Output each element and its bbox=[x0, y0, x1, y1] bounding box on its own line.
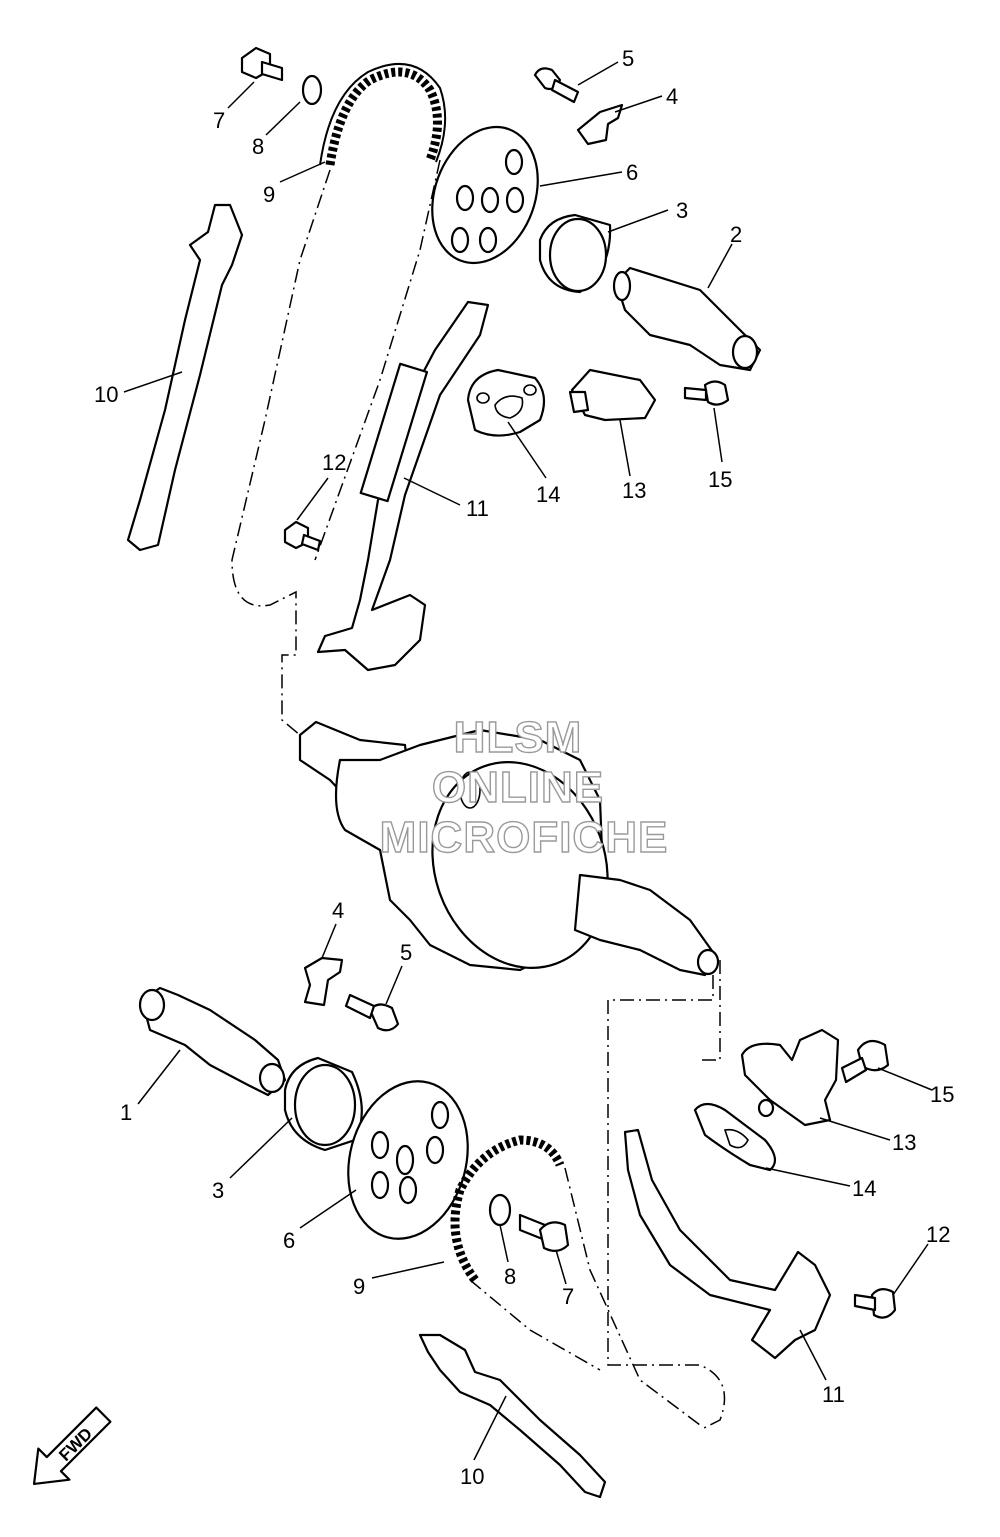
lower-cam-assembly bbox=[138, 956, 897, 1499]
callout-upper-chain-9: 9 bbox=[263, 182, 275, 207]
spacer-3-upper bbox=[538, 213, 612, 294]
callout-lower-guide-10: 10 bbox=[460, 1464, 484, 1489]
gasket-14-upper bbox=[466, 368, 546, 437]
callout-upper-guide-11: 11 bbox=[466, 496, 489, 521]
watermark-line-1: HLSM bbox=[454, 713, 583, 762]
callout-upper-tensioner-13: 13 bbox=[622, 478, 646, 503]
callout-lower-bolt-7: 7 bbox=[562, 1284, 574, 1309]
callout-upper-stopper-4: 4 bbox=[666, 84, 678, 109]
bolt-7-upper bbox=[240, 46, 284, 82]
gasket-14-lower bbox=[693, 1102, 777, 1172]
tensioner-13-lower bbox=[740, 1028, 840, 1127]
callout-upper-bolt-7: 7 bbox=[213, 108, 225, 133]
phantom-lines bbox=[231, 159, 726, 1431]
callout-upper-spacer-3: 3 bbox=[676, 198, 688, 223]
spacer-3-lower bbox=[283, 1056, 363, 1152]
bolt-5-upper bbox=[533, 67, 580, 104]
camshaft-2 bbox=[612, 266, 762, 372]
watermark-line-2: ONLINE bbox=[432, 763, 604, 812]
tensioner-guide-11-lower bbox=[623, 1128, 832, 1360]
tensioner-13-upper bbox=[568, 368, 657, 422]
bolt-12-lower bbox=[853, 1288, 897, 1319]
watermark: HLSM ONLINE MICROFICHE bbox=[379, 712, 669, 862]
chain-guide-10-upper bbox=[126, 203, 244, 552]
tensioner-guide-11-upper bbox=[316, 300, 490, 672]
fwd-direction-arrow: FWD bbox=[32, 1406, 112, 1486]
bolt-5-lower bbox=[344, 993, 400, 1032]
callout-lower-guide-11: 11 bbox=[822, 1382, 845, 1407]
callout-lower-stopper-4: 4 bbox=[332, 898, 344, 923]
chain-guide-10-lower bbox=[418, 1333, 607, 1499]
callouts-lower: 4 5 1 15 3 13 14 6 12 8 9 7 11 10 bbox=[120, 898, 954, 1489]
upper-cam-assembly bbox=[126, 46, 762, 672]
sprocket-6-upper bbox=[431, 125, 539, 265]
callout-lower-chain-9: 9 bbox=[353, 1274, 365, 1299]
callout-camshaft-1: 1 bbox=[120, 1100, 132, 1125]
callout-upper-bolt-15: 15 bbox=[708, 467, 732, 492]
callout-upper-bolt-5: 5 bbox=[622, 46, 634, 71]
bolt-7-lower bbox=[518, 1213, 570, 1252]
guide-11-upper-pad bbox=[359, 362, 429, 503]
callout-upper-gasket-14: 14 bbox=[536, 482, 560, 507]
washer-8-lower bbox=[488, 1193, 512, 1227]
callout-lower-gasket-14: 14 bbox=[852, 1176, 876, 1201]
cam-chain-9-upper bbox=[325, 67, 442, 166]
leader-lines bbox=[123, 61, 933, 1461]
callouts-upper: 5 4 7 8 6 9 3 2 10 12 14 13 15 11 bbox=[94, 46, 742, 521]
bolt-15-upper bbox=[683, 380, 730, 406]
callout-lower-washer-8: 8 bbox=[504, 1264, 516, 1289]
washer-8-upper bbox=[301, 74, 323, 106]
cam-chain-9-upper-outline bbox=[319, 63, 447, 166]
callout-upper-guide-10: 10 bbox=[94, 382, 118, 407]
bolt-12-upper bbox=[283, 520, 322, 552]
callout-upper-bolt-12: 12 bbox=[322, 450, 346, 475]
camshaft-1 bbox=[138, 986, 287, 1097]
callout-lower-bolt-15: 15 bbox=[930, 1082, 954, 1107]
stopper-4-lower bbox=[303, 956, 344, 1007]
sprocket-6-lower bbox=[347, 1080, 469, 1240]
callout-lower-sprocket-6: 6 bbox=[283, 1228, 295, 1253]
callout-lower-bolt-5: 5 bbox=[400, 940, 412, 965]
callout-lower-tensioner-13: 13 bbox=[892, 1130, 916, 1155]
callout-upper-washer-8: 8 bbox=[252, 134, 264, 159]
callout-lower-spacer-3: 3 bbox=[212, 1178, 224, 1203]
watermark-line-3: MICROFICHE bbox=[380, 813, 669, 862]
callout-upper-sprocket-6: 6 bbox=[626, 160, 638, 185]
callout-camshaft-2: 2 bbox=[730, 222, 742, 247]
cam-chain-9-lower bbox=[450, 1135, 565, 1283]
stopper-4-upper bbox=[576, 103, 624, 146]
bolt-15-lower bbox=[840, 1039, 890, 1084]
crankshaft-assembly bbox=[298, 720, 720, 977]
callout-lower-bolt-12: 12 bbox=[926, 1222, 950, 1247]
